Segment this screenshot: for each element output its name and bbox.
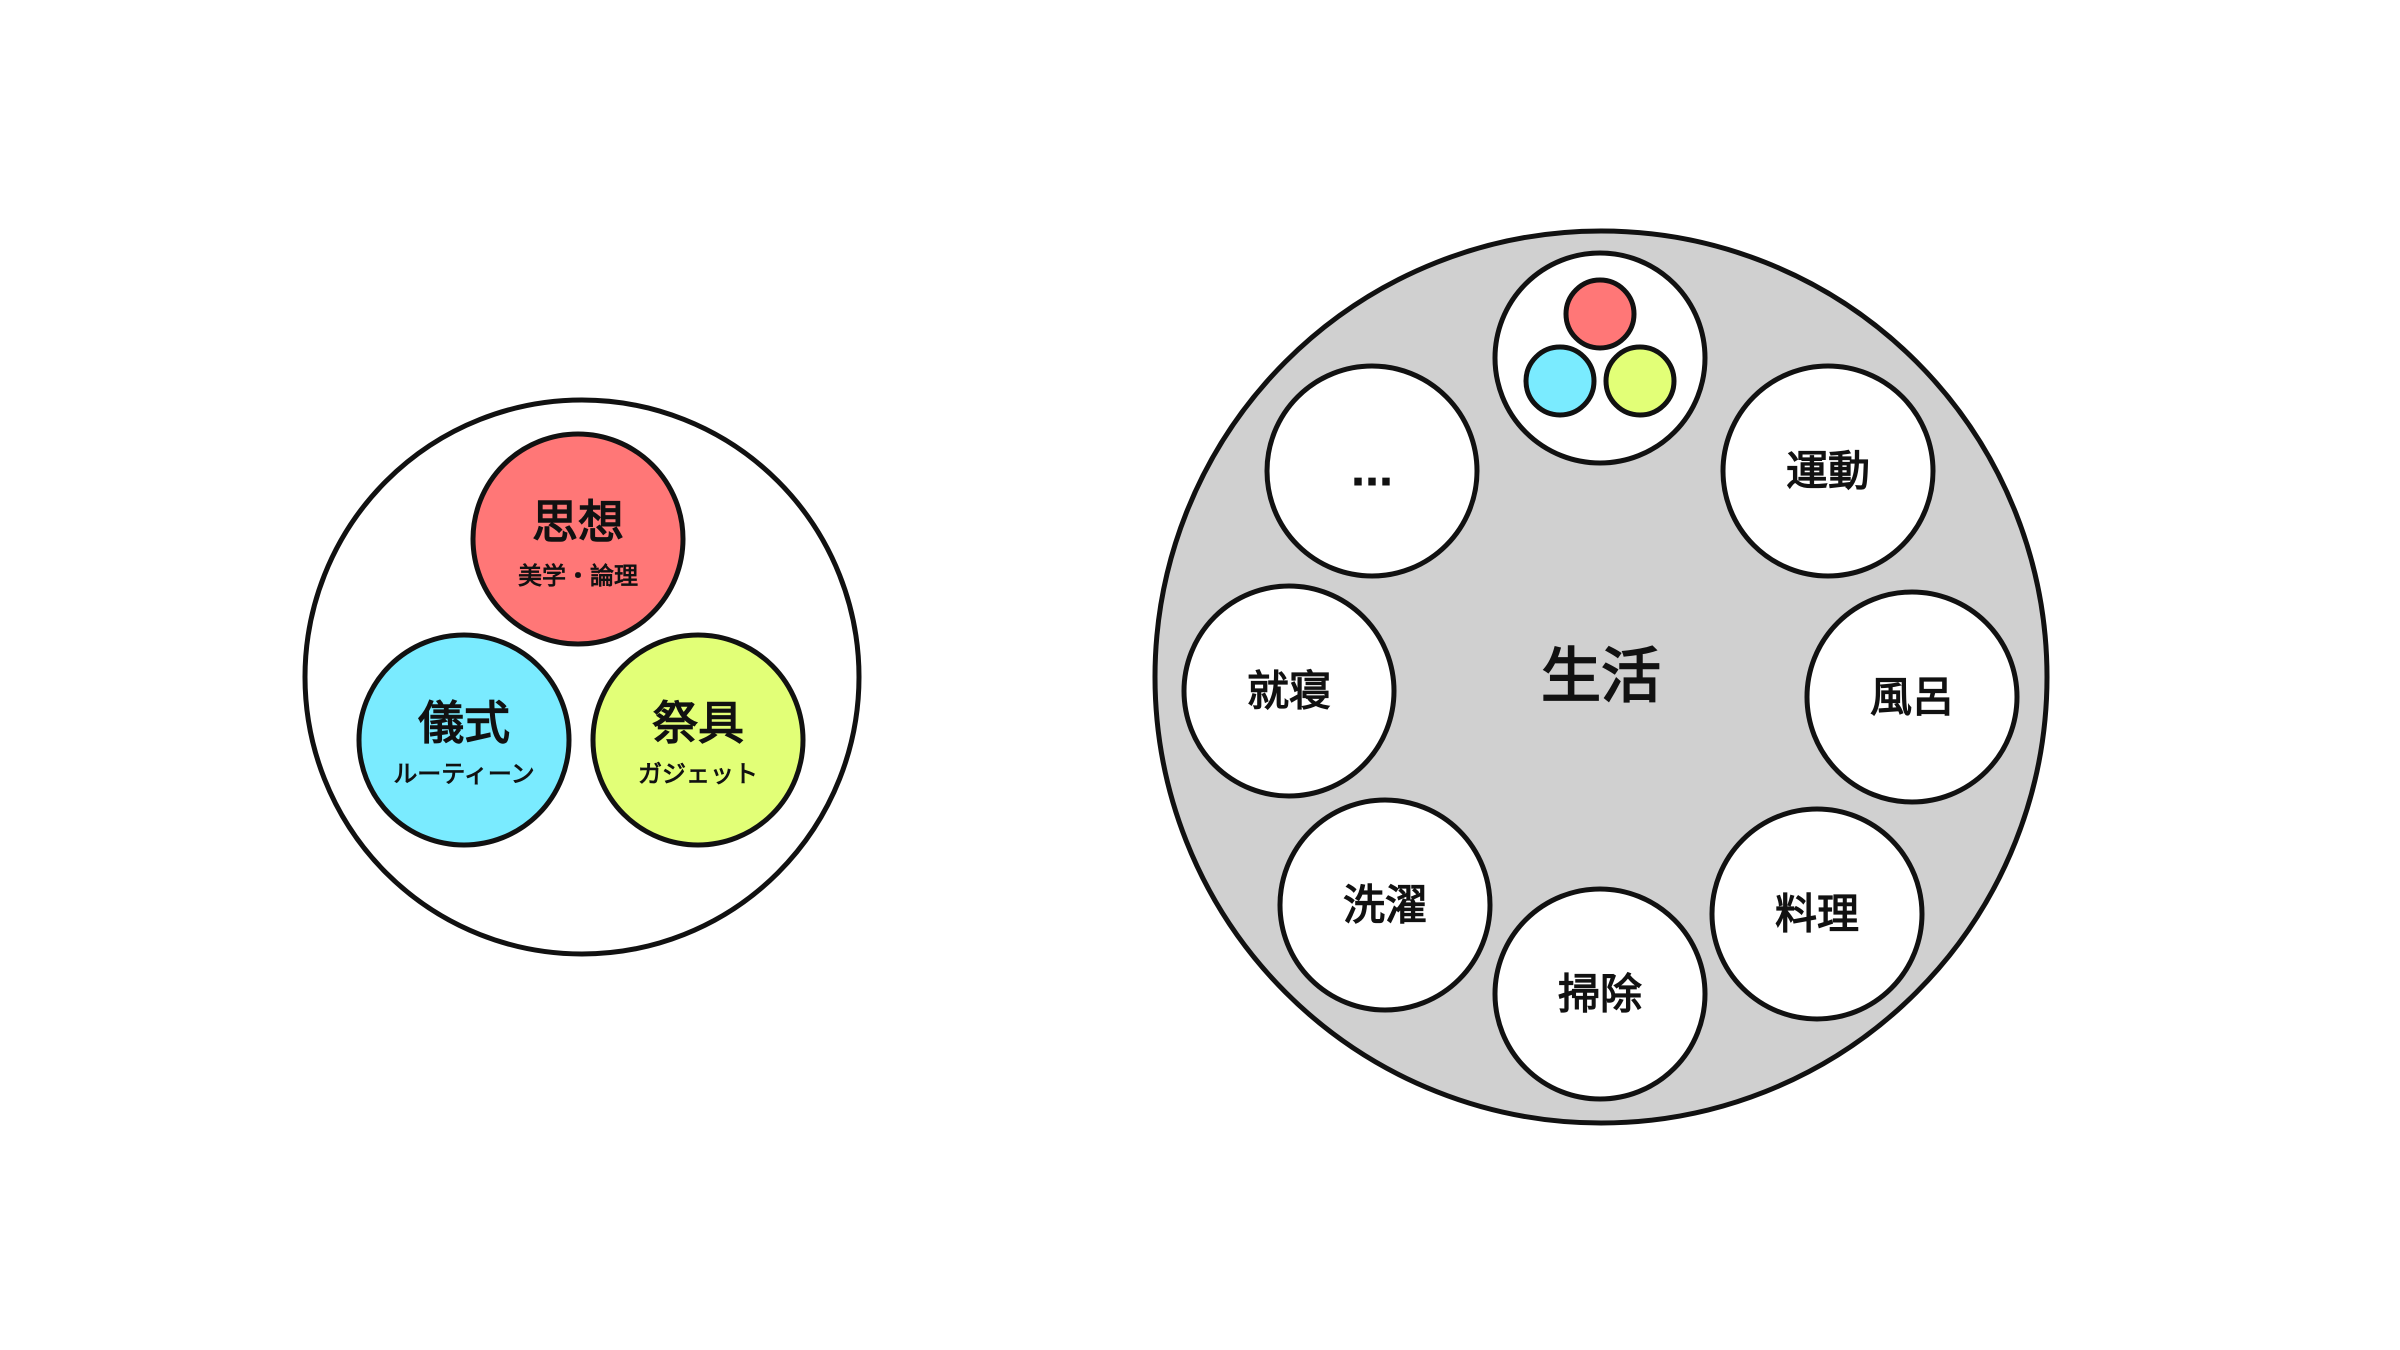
life-item-bath: 風呂: [1804, 589, 2020, 805]
life-item-sleep: 就寝: [1181, 583, 1397, 799]
life-center-label: 生活: [1541, 642, 1661, 712]
ritual-subtitle: ルーティーン: [393, 760, 534, 788]
life-item-cleaning: 掃除: [1492, 886, 1708, 1102]
thought-circle: 思想 美学・論理: [470, 431, 686, 647]
life-item-more: …: [1264, 363, 1480, 579]
tools-title: 祭具: [652, 696, 744, 750]
thought-subtitle: 美学・論理: [518, 562, 638, 590]
right-diagram: 生活 運動 風呂 料理 掃除 洗濯 就寝: [1152, 228, 2050, 1126]
tools-circle: 祭具 ガジェット: [590, 632, 806, 848]
life-item-label: 就寝: [1247, 667, 1331, 716]
ritual-circle: 儀式 ルーティーン: [356, 632, 572, 848]
mini-ritual-dot: [1523, 344, 1597, 418]
life-item-label: 料理: [1775, 890, 1859, 939]
tools-subtitle: ガジェット: [638, 760, 758, 788]
life-item-label: 風呂: [1870, 673, 1954, 722]
mini-tools-dot: [1603, 344, 1677, 418]
thought-title: 思想: [532, 495, 624, 549]
ritual-title: 儀式: [417, 696, 510, 750]
mini-thought-dot: [1563, 277, 1637, 351]
life-item-laundry: 洗濯: [1277, 797, 1493, 1013]
life-item-exercise: 運動: [1720, 363, 1936, 579]
life-item-label: …: [1351, 447, 1393, 496]
mini-triad-circle: [1492, 250, 1708, 466]
life-item-label: 洗濯: [1343, 881, 1427, 930]
life-item-label: 掃除: [1558, 970, 1643, 1019]
life-item-label: 運動: [1786, 447, 1870, 496]
left-diagram: 思想 美学・論理 儀式 ルーティーン 祭具 ガジェット: [302, 397, 862, 957]
life-item-cooking: 料理: [1709, 806, 1925, 1022]
